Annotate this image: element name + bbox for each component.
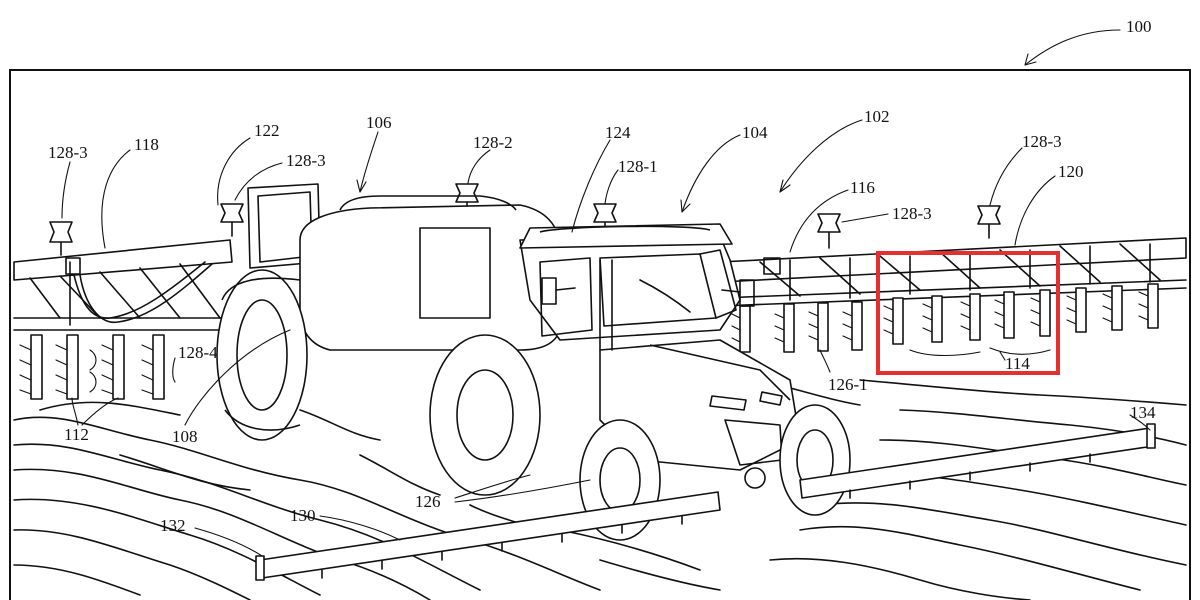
label-112: 112 [64, 425, 89, 444]
label-128-3-left: 128-3 [48, 143, 88, 162]
camera-sensor-icons [49, 183, 1001, 243]
sprayer-tank [299, 195, 561, 351]
label-106: 106 [366, 113, 392, 132]
label-134: 134 [1130, 403, 1156, 422]
label-128-3-cab: 128-3 [286, 151, 326, 170]
label-128-4: 128-4 [178, 343, 218, 362]
right-nozzle-sprays [731, 291, 1149, 356]
left-nozzle-sprays [19, 344, 154, 395]
label-128-3-right: 128-3 [1022, 132, 1062, 151]
label-128-3-boom: 128-3 [892, 204, 932, 223]
tractor-body [519, 223, 741, 341]
label-122: 122 [254, 121, 280, 140]
tractor-cab-windows [539, 249, 737, 337]
label-126: 126 [415, 492, 441, 511]
tractor-hood [599, 339, 801, 489]
label-118: 118 [134, 135, 159, 154]
rear-wheel [216, 269, 308, 441]
label-128-1: 128-1 [618, 157, 658, 176]
label-100: 100 [1126, 17, 1152, 36]
label-120: 120 [1058, 162, 1084, 181]
front-wheel-right [779, 404, 851, 516]
label-104: 104 [742, 123, 768, 142]
right-nozzle-bars [739, 283, 1159, 353]
leader-lines [61, 29, 1151, 557]
reference-labels: 100 102 104 106 118 128-3 122 128-3 128-… [48, 17, 1156, 535]
label-108: 108 [172, 427, 198, 446]
tractor-mirrors [541, 259, 755, 351]
front-boom-nozzles [321, 453, 1091, 579]
label-132: 132 [160, 516, 186, 535]
label-126-1: 126-1 [828, 375, 868, 394]
mid-wheel [429, 334, 541, 496]
front-boom [255, 423, 1156, 581]
label-102: 102 [864, 107, 890, 126]
label-114: 114 [1005, 354, 1030, 373]
label-116: 116 [850, 178, 875, 197]
figure-frame [9, 69, 1191, 600]
left-boom [13, 239, 233, 331]
left-nozzle-bars [30, 334, 165, 400]
label-130: 130 [290, 506, 316, 525]
label-124: 124 [605, 123, 631, 142]
label-128-2: 128-2 [473, 133, 513, 152]
highlight-box-114 [876, 251, 1060, 375]
